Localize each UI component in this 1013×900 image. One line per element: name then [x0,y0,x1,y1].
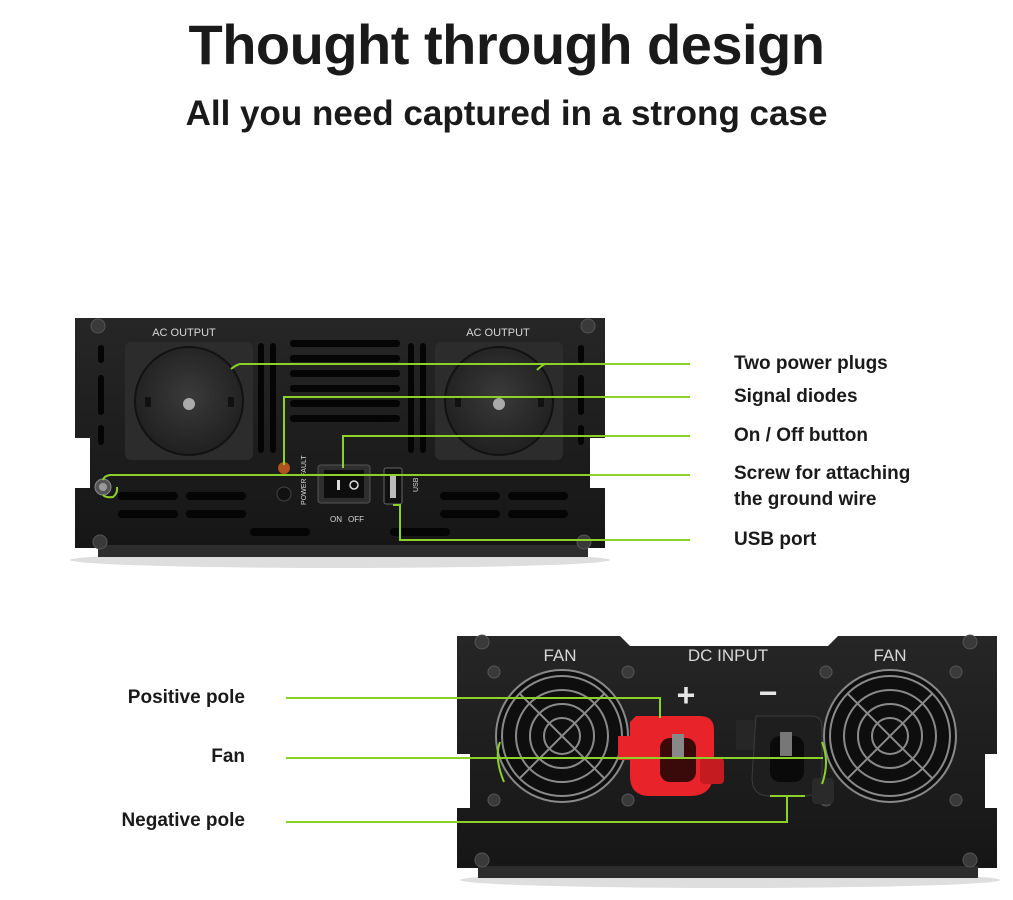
callout-usb-port: USB port [734,529,817,550]
screw-icon [621,665,635,679]
page-subtitle: All you need captured in a strong case [185,94,828,133]
front-callout-lines [102,363,690,541]
callout-on-off-button: On / Off button [734,425,869,446]
signal-diode-icon [278,462,290,474]
screw-icon [487,793,501,807]
back-callout-lines [286,697,827,823]
screw-icon [962,852,978,868]
callout-ground-screw: Screw for attaching the ground wire [734,463,911,510]
page-title: Thought through design [188,13,825,76]
back-panel: FAN DC INPUT FAN + − [457,634,1000,888]
switch-off-label: OFF [348,515,364,524]
screw-icon [474,852,490,868]
usb-port[interactable] [383,467,403,505]
screw-icon [819,665,833,679]
dc-input-label: DC INPUT [688,646,768,665]
screw-icon [576,534,592,550]
ac-socket-left [125,342,253,460]
on-off-switch[interactable] [317,464,371,504]
plus-sign: + [677,677,696,713]
power-fault-label: POWER FAULT [301,455,308,505]
callout-negative-pole: Negative pole [121,810,245,831]
screw-icon [621,793,635,807]
callout-two-power-plugs: Two power plugs [734,353,888,374]
fan-right-label: FAN [873,646,906,665]
screw-icon [580,318,596,334]
switch-on-label: ON [330,515,342,524]
usb-label: USB [413,477,420,492]
screw-icon [949,665,963,679]
callout-signal-diodes: Signal diodes [734,386,858,407]
signal-diode-icon [276,486,292,502]
screw-icon [949,793,963,807]
screw-icon [474,634,490,650]
screw-icon [90,318,106,334]
fan-left-label: FAN [543,646,576,665]
callout-positive-pole: Positive pole [127,687,245,708]
screw-icon [487,665,501,679]
minus-sign: − [759,675,778,711]
callout-fan: Fan [211,746,245,767]
fan-right-icon [823,669,957,803]
positive-terminal [618,716,724,796]
fan-left-icon [495,669,629,803]
front-panel: AC OUTPUT AC OUTPUT POWER FAULT ON [70,318,610,568]
ac-socket-right [435,342,563,460]
ac-output-right-label: AC OUTPUT [466,327,530,339]
ac-output-left-label: AC OUTPUT [152,327,216,339]
screw-icon [962,634,978,650]
screw-icon [92,534,108,550]
